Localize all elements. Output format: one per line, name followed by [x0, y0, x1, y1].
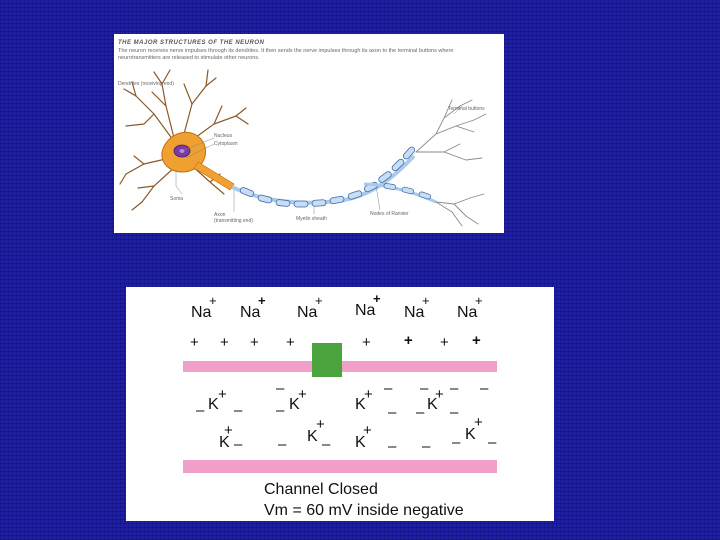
- plus-charge: +: [190, 335, 199, 350]
- minus-charge: –: [384, 381, 392, 396]
- plus-charge: +: [362, 335, 371, 350]
- minus-charge: –: [450, 405, 458, 420]
- k-ion: K: [355, 435, 366, 451]
- label-nucleus: Nucleus: [214, 133, 232, 139]
- minus-charge: –: [276, 381, 284, 396]
- channel-caption-voltage: Vm = 60 mV inside negative: [264, 502, 464, 520]
- k-ion: K: [208, 397, 219, 413]
- neuron-figure-description: The neuron receives nerve impulses throu…: [118, 48, 488, 62]
- plus-charge: +: [286, 335, 295, 350]
- minus-charge: –: [388, 439, 396, 454]
- label-myelin: Myelin sheath: [296, 216, 327, 222]
- minus-charge: –: [416, 405, 424, 420]
- channel-diagram: Na + Na + Na + Na + Na + Na + + + + + + …: [126, 287, 554, 521]
- neuron-illustration: [114, 34, 504, 233]
- plus-charge: +: [475, 293, 483, 308]
- k-ion: K: [219, 435, 230, 451]
- plus-charge: +: [220, 335, 229, 350]
- k-ion: K: [307, 429, 318, 445]
- plus-charge: +: [404, 333, 413, 348]
- channel-gate: [312, 343, 342, 377]
- label-terminal: Terminal buttons: [448, 106, 485, 112]
- minus-charge: –: [388, 405, 396, 420]
- minus-charge: –: [196, 403, 204, 418]
- minus-charge: –: [422, 439, 430, 454]
- neuron-figure-title: The Major Structures of the Neuron: [118, 40, 264, 46]
- channel-caption-status: Channel Closed: [264, 481, 378, 499]
- plus-charge: +: [373, 291, 381, 306]
- minus-charge: –: [488, 435, 496, 450]
- plus-charge: +: [422, 293, 430, 308]
- minus-charge: –: [452, 435, 460, 450]
- minus-charge: –: [450, 381, 458, 396]
- neuron-figure: The Major Structures of the Neuron The n…: [114, 34, 504, 233]
- minus-charge: –: [234, 437, 242, 452]
- minus-charge: –: [480, 381, 488, 396]
- k-ion: K: [355, 397, 366, 413]
- minus-charge: –: [276, 403, 284, 418]
- plus-charge: +: [218, 387, 227, 402]
- minus-charge: –: [234, 403, 242, 418]
- label-axon: Axon (transmitting end): [214, 212, 254, 224]
- plus-charge: +: [209, 293, 217, 308]
- plus-charge: +: [250, 335, 259, 350]
- minus-charge: –: [420, 381, 428, 396]
- label-cytoplasm: Cytoplasm: [214, 141, 238, 147]
- plus-charge: +: [440, 335, 449, 350]
- label-soma: Soma: [170, 196, 183, 202]
- minus-charge: –: [278, 437, 286, 452]
- k-ion: K: [427, 397, 438, 413]
- plus-charge: +: [472, 333, 481, 348]
- plus-charge: +: [258, 293, 266, 308]
- minus-charge: –: [322, 437, 330, 452]
- label-dendrites: Dendrites (receiving end): [118, 81, 174, 87]
- k-ion: K: [465, 427, 476, 443]
- membrane-lower: [183, 460, 497, 473]
- label-nodes: Nodes of Ranvier: [370, 211, 409, 217]
- k-ion: K: [289, 397, 300, 413]
- plus-charge: +: [315, 293, 323, 308]
